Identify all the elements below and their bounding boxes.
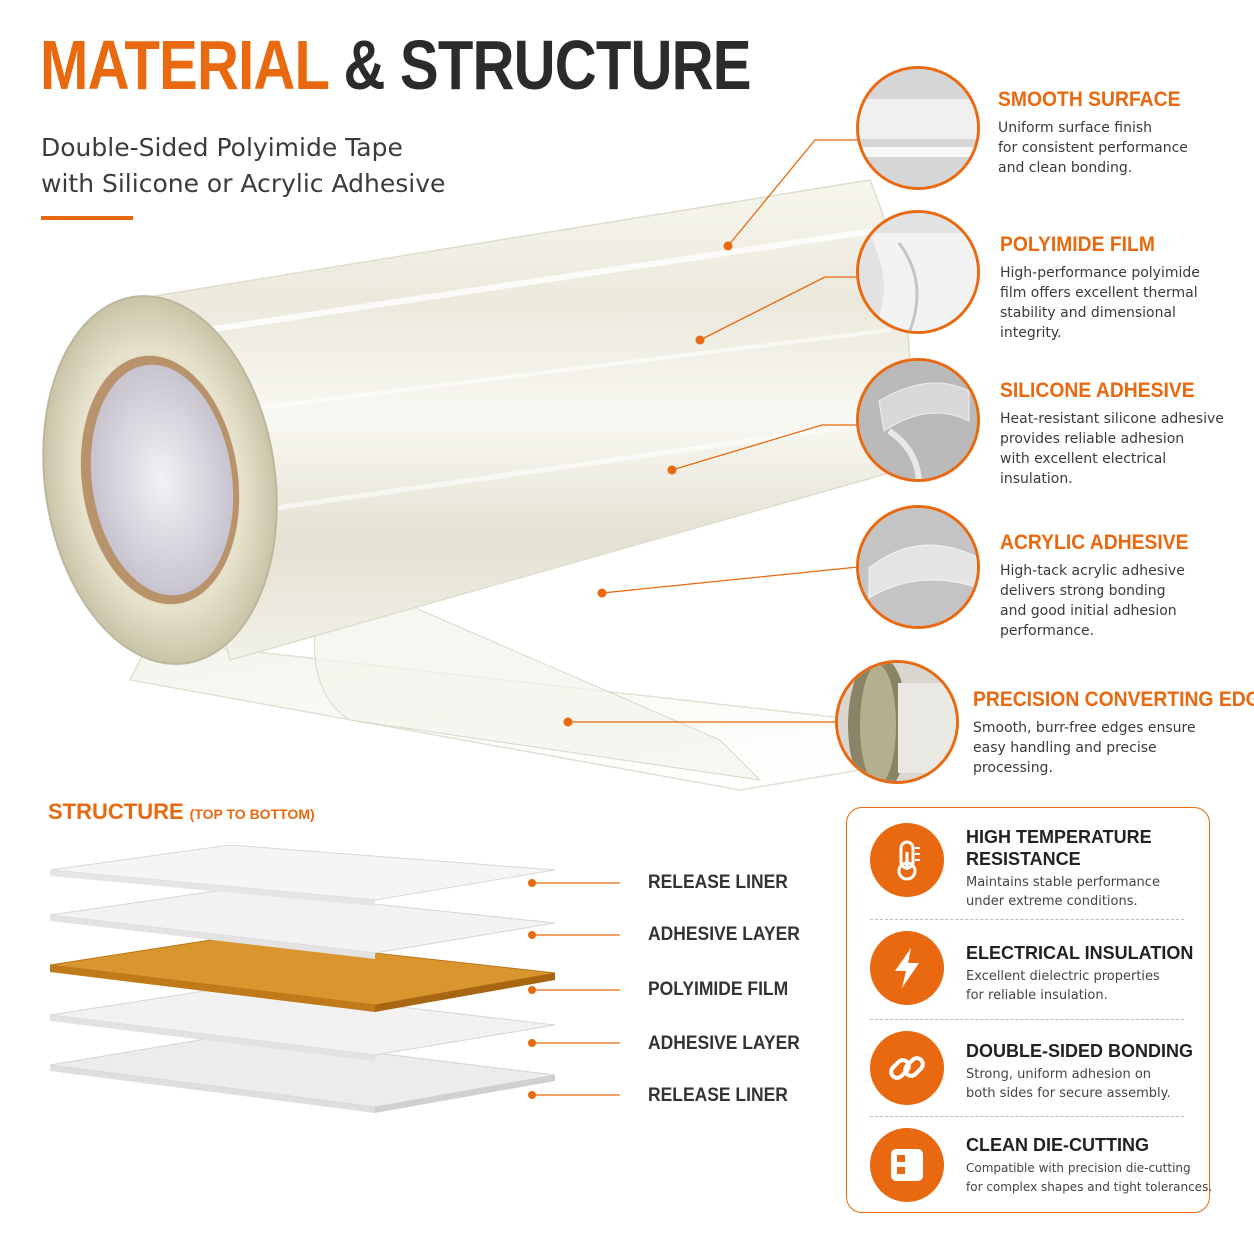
feature-description: Strong, uniform adhesion on both sides f… — [966, 1065, 1171, 1103]
callout-line: Uniform surface finish — [998, 120, 1153, 136]
feature-divider — [870, 1019, 1184, 1020]
callout-description: Smooth, burr-free edges ensure easy hand… — [973, 718, 1254, 778]
callout-line: with excellent electrical — [1000, 451, 1167, 467]
callout-line: and clean bonding. — [998, 160, 1133, 176]
callout-line: for consistent performance — [998, 140, 1188, 156]
subtitle-line-1: Double-Sided Polyimide Tape — [41, 133, 403, 162]
callout-line: processing. — [973, 760, 1053, 776]
callout-description: Heat-resistant silicone adhesive provide… — [1000, 409, 1224, 489]
feature-description: Maintains stable performance under extre… — [966, 873, 1160, 911]
callout-line: performance. — [1000, 623, 1095, 639]
structure-heading-text: STRUCTURE — [48, 799, 184, 824]
callout-line: delivers strong bonding — [1000, 583, 1166, 599]
feature-electrical-insulation: ELECTRICAL INSULATION Excellent dielectr… — [870, 931, 1193, 1011]
feature-description: Excellent dielectric properties for reli… — [966, 967, 1160, 1005]
link-icon — [870, 1031, 944, 1105]
feature-desc-line: both sides for secure assembly. — [966, 1086, 1171, 1101]
thumb-polyimide-film — [856, 210, 980, 334]
structure-heading-note: (TOP TO BOTTOM) — [189, 806, 315, 822]
structure-heading: STRUCTURE (TOP TO BOTTOM) — [48, 799, 315, 825]
callout-line: High-tack acrylic adhesive — [1000, 563, 1185, 579]
callout-polyimide-film: POLYIMIDE FILM High-performance polyimid… — [1000, 233, 1200, 343]
layer-release-liner-top — [49, 845, 556, 906]
thumb-acrylic-adhesive — [856, 505, 980, 629]
layer-stack-diagram — [49, 845, 620, 1113]
die-cut-icon — [870, 1128, 944, 1202]
layer-label-polyimide-film: POLYIMIDE FILM — [648, 979, 789, 1000]
callout-silicone-adhesive: SILICONE ADHESIVE Heat-resistant silicon… — [1000, 379, 1224, 489]
callout-line: and good initial adhesion — [1000, 603, 1177, 619]
feature-title: CLEAN DIE-CUTTING — [966, 1134, 1149, 1156]
callout-line: film offers excellent thermal — [1000, 285, 1198, 301]
callout-description: Uniform surface finish for consistent pe… — [998, 118, 1196, 178]
callout-line: Smooth, burr-free edges ensure — [973, 720, 1196, 736]
layer-label-adhesive-top: ADHESIVE LAYER — [648, 924, 800, 945]
callout-line: insulation. — [1000, 471, 1073, 487]
feature-desc-line: for reliable insulation. — [966, 988, 1108, 1003]
callout-description: High-performance polyimide film offers e… — [1000, 263, 1200, 343]
feature-high-temperature: HIGH TEMPERATURE RESISTANCE Maintains st… — [870, 823, 1188, 913]
callout-line: Heat-resistant silicone adhesive — [1000, 411, 1224, 427]
features-panel — [846, 807, 1210, 1213]
subtitle-line-2: with Silicone or Acrylic Adhesive — [41, 169, 446, 198]
callout-title: SMOOTH SURFACE — [998, 88, 1181, 111]
layer-label-release-liner-top: RELEASE LINER — [648, 872, 788, 893]
feature-desc-line: Strong, uniform adhesion on — [966, 1067, 1152, 1082]
feature-description: Compatible with precision die-cutting fo… — [966, 1159, 1212, 1197]
title-structure: & STRUCTURE — [343, 26, 751, 104]
thumb-precision-edge — [835, 660, 959, 784]
callout-line: provides reliable adhesion — [1000, 431, 1185, 447]
feature-divider — [870, 919, 1184, 920]
callout-description: High-tack acrylic adhesive delivers stro… — [1000, 561, 1205, 641]
callout-title: SILICONE ADHESIVE — [1000, 379, 1195, 402]
callout-line: integrity. — [1000, 325, 1062, 341]
layer-release-liner-bottom — [49, 1034, 556, 1113]
layer-label-release-liner-bottom: RELEASE LINER — [648, 1085, 788, 1106]
feature-desc-line: Compatible with precision die-cutting — [966, 1161, 1191, 1175]
callout-line: High-performance polyimide — [1000, 265, 1200, 281]
feature-desc-line: under extreme conditions. — [966, 894, 1138, 909]
callout-line: easy handling and precise — [973, 740, 1157, 756]
feature-divider — [870, 1116, 1184, 1117]
subtitle: Double-Sided Polyimide Tape with Silicon… — [41, 130, 445, 202]
callout-smooth-surface: SMOOTH SURFACE Uniform surface finish fo… — [998, 88, 1196, 178]
feature-title: HIGH TEMPERATURE RESISTANCE — [966, 826, 1152, 870]
feature-title-line: HIGH TEMPERATURE — [966, 827, 1152, 847]
feature-title: DOUBLE-SIDED BONDING — [966, 1040, 1193, 1062]
callout-title: PRECISION CONVERTING EDGE — [973, 688, 1254, 711]
layer-polyimide-film — [49, 936, 556, 1012]
thumb-smooth-surface — [856, 66, 980, 190]
feature-desc-line: for complex shapes and tight tolerances. — [966, 1180, 1213, 1194]
feature-title: ELECTRICAL INSULATION — [966, 942, 1193, 964]
layer-adhesive-top — [49, 888, 556, 959]
callout-title: POLYIMIDE FILM — [1000, 233, 1155, 256]
thermometer-icon — [870, 823, 944, 897]
layer-label-adhesive-bottom: ADHESIVE LAYER — [648, 1033, 800, 1054]
page-title: MATERIAL & STRUCTURE — [40, 30, 752, 100]
title-underline — [41, 216, 133, 220]
feature-title-line: ELECTRICAL INSULATION — [966, 943, 1194, 963]
title-material: MATERIAL — [40, 26, 329, 104]
feature-desc-line: Maintains stable performance — [966, 875, 1160, 890]
callout-title: ACRYLIC ADHESIVE — [1000, 531, 1189, 554]
feature-desc-line: Excellent dielectric properties — [966, 969, 1160, 984]
feature-title-line: DOUBLE-SIDED BONDING — [966, 1041, 1194, 1061]
callout-acrylic-adhesive: ACRYLIC ADHESIVE High-tack acrylic adhes… — [1000, 531, 1205, 641]
thumb-silicone-adhesive — [856, 358, 980, 482]
tape-roll-illustration — [42, 139, 922, 791]
layer-adhesive-bottom — [49, 986, 556, 1061]
feature-title-line: RESISTANCE — [966, 849, 1081, 869]
callout-precision-edge: PRECISION CONVERTING EDGE Smooth, burr-f… — [973, 688, 1254, 778]
lightning-icon — [870, 931, 944, 1005]
feature-clean-die-cutting: CLEAN DIE-CUTTING Compatible with precis… — [870, 1128, 1212, 1208]
callout-line: stability and dimensional — [1000, 305, 1176, 321]
feature-title-line: CLEAN DIE-CUTTING — [966, 1135, 1149, 1155]
feature-double-sided-bonding: DOUBLE-SIDED BONDING Strong, uniform adh… — [870, 1031, 1193, 1111]
